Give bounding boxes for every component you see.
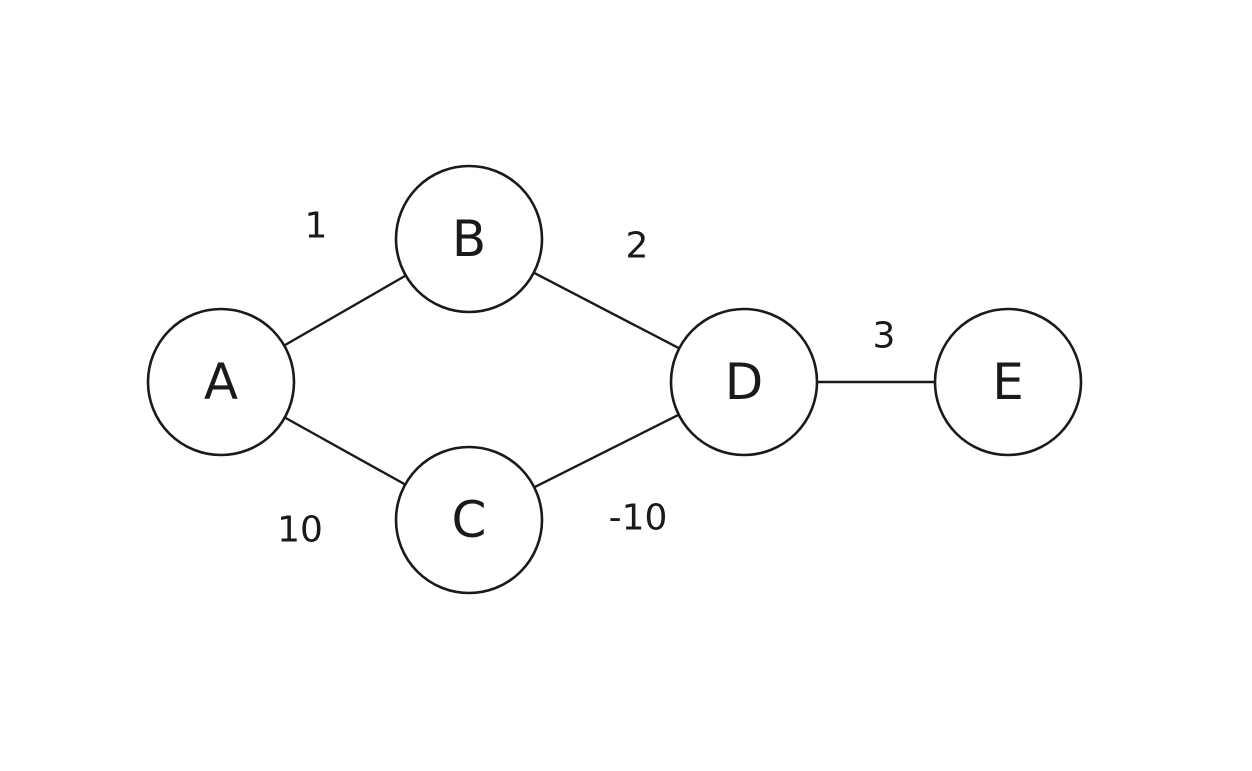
- node-a: A: [146, 307, 296, 457]
- node-d: D: [669, 307, 819, 457]
- node-b: B: [394, 164, 544, 314]
- edges-layer: [283, 271, 937, 489]
- edge-c-d: [533, 413, 680, 489]
- edge-b-d: [532, 271, 681, 350]
- edge-weight-c-d: -10: [609, 498, 668, 539]
- node-a-circle: [146, 307, 296, 457]
- edge-weight-a-c: 10: [277, 510, 323, 551]
- node-e-label: E: [992, 353, 1024, 411]
- node-b-label: B: [452, 210, 486, 268]
- edge-a-b: [283, 274, 407, 347]
- node-e-circle: [933, 307, 1083, 457]
- node-d-circle: [669, 307, 819, 457]
- nodes-layer: A B C D E: [146, 164, 1083, 595]
- edge-weight-d-e: 3: [873, 316, 896, 357]
- node-c-circle: [394, 445, 544, 595]
- node-c-label: C: [452, 491, 487, 549]
- node-e: E: [933, 307, 1083, 457]
- node-b-circle: [394, 164, 544, 314]
- node-d-label: D: [725, 353, 764, 411]
- node-a-label: A: [204, 353, 238, 411]
- node-c: C: [394, 445, 544, 595]
- edge-weight-a-b: 1: [305, 206, 328, 247]
- edge-labels-layer: 1 10 2 -10 3: [277, 206, 895, 551]
- edge-a-c: [283, 416, 407, 486]
- edge-weight-b-d: 2: [626, 226, 649, 267]
